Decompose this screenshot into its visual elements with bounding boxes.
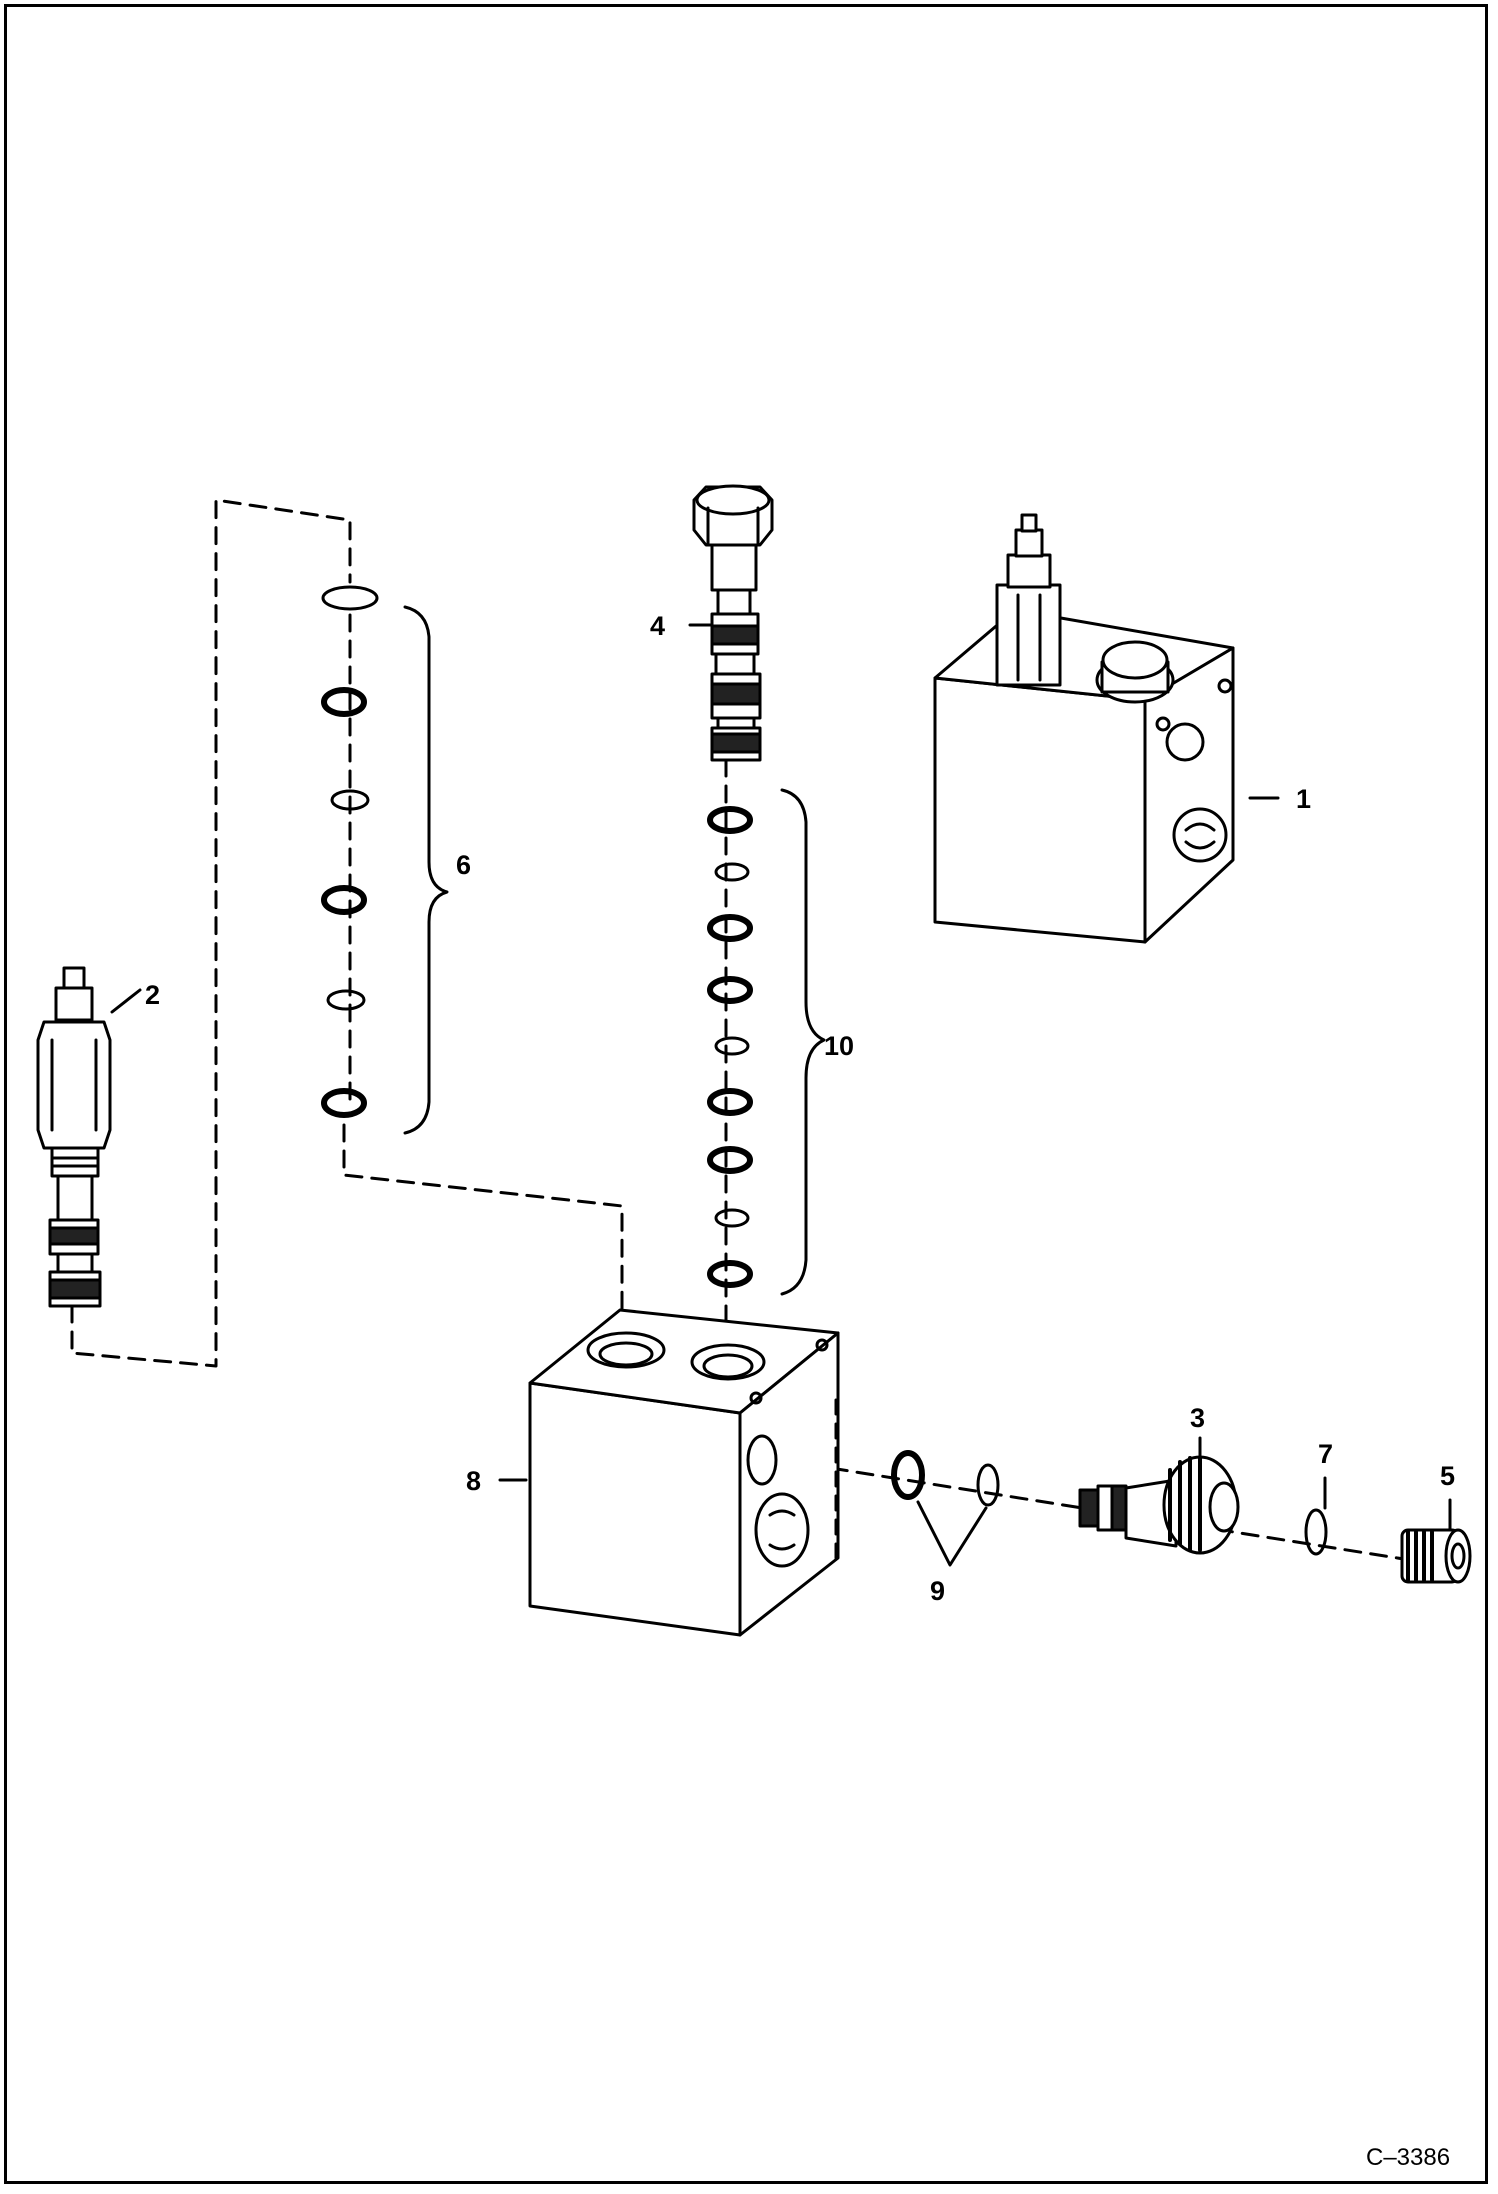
part-1-valve-block bbox=[933, 513, 1235, 944]
callout-5: 5 bbox=[1440, 1461, 1455, 1491]
callout-6: 6 bbox=[456, 850, 471, 880]
diagram-frame bbox=[4, 4, 1488, 2184]
callout-8: 8 bbox=[466, 1466, 481, 1496]
callout-3: 3 bbox=[1190, 1403, 1205, 1433]
callout-4: 4 bbox=[650, 611, 665, 641]
callout-1: 1 bbox=[1296, 784, 1311, 814]
callout-7: 7 bbox=[1318, 1439, 1333, 1469]
callout-9: 9 bbox=[930, 1576, 945, 1606]
part-5-plug bbox=[1400, 1528, 1472, 1584]
part-3-fitting bbox=[1078, 1455, 1240, 1555]
part-7-o-ring bbox=[1304, 1508, 1328, 1556]
callout-2: 2 bbox=[145, 980, 160, 1010]
leader-lines bbox=[110, 623, 1452, 1567]
seal-stack-6 bbox=[321, 585, 449, 1135]
seal-stack-10 bbox=[707, 788, 826, 1296]
part-4-cartridge bbox=[692, 484, 774, 762]
part-8-manifold-block bbox=[528, 1308, 840, 1637]
callout-10: 10 bbox=[824, 1031, 854, 1061]
part-2-cartridge bbox=[36, 966, 112, 1308]
figure-reference: C–3386 bbox=[1366, 2144, 1450, 2171]
part-9-seals bbox=[891, 1450, 1000, 1507]
